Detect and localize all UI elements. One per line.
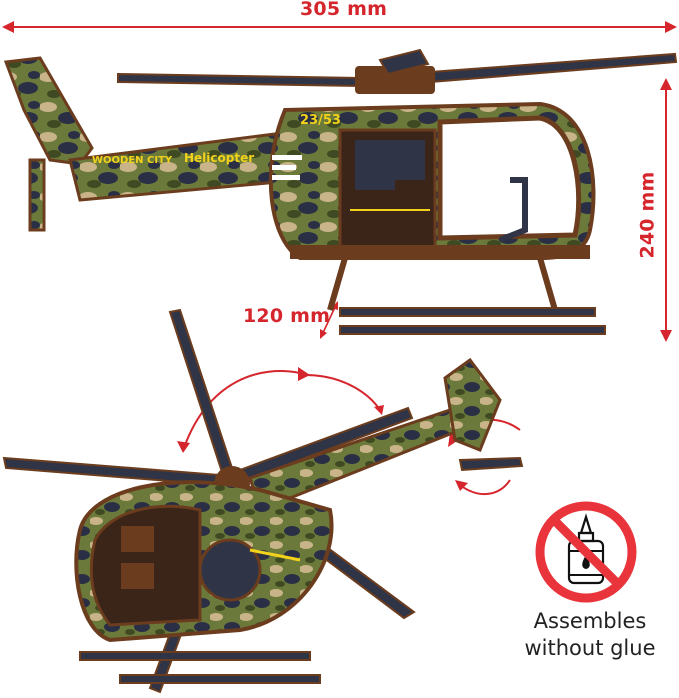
dimension-length-arrow bbox=[2, 21, 677, 33]
no-glue-icon bbox=[535, 501, 637, 603]
dimension-width-arrow bbox=[320, 301, 338, 339]
serial-marking: 23/53 bbox=[300, 113, 341, 128]
dimension-length-label: 305 mm bbox=[300, 0, 388, 20]
helicopter-perspective-view bbox=[2, 308, 524, 694]
dimension-height-arrow bbox=[660, 78, 672, 342]
model-marking: Helicopter bbox=[184, 151, 254, 165]
no-glue-caption-line2: without glue bbox=[524, 636, 656, 660]
helicopter-side-view: WOODEN CITY Helicopter 23/53 bbox=[3, 48, 678, 335]
dimension-width-label: 120 mm bbox=[243, 305, 331, 327]
brand-marking: WOODEN CITY bbox=[92, 155, 173, 166]
no-glue-caption-line1: Assembles bbox=[533, 609, 647, 633]
no-glue-caption: Assembles without glue bbox=[515, 608, 665, 662]
